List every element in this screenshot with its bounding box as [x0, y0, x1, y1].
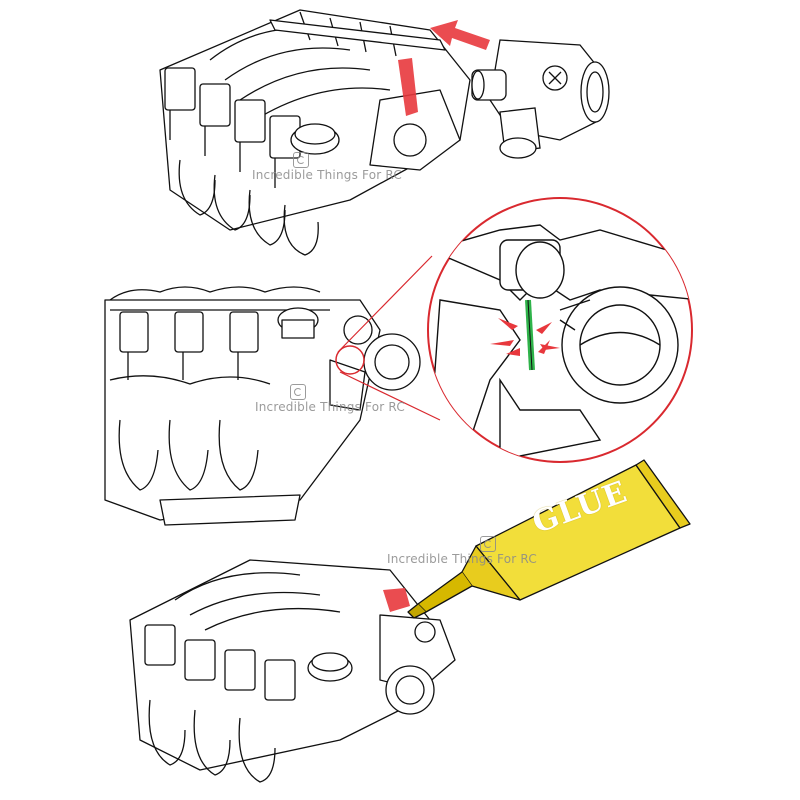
- watermark-text: Incredible Things For RC: [252, 168, 402, 182]
- step3-engine: [129, 559, 456, 783]
- install-direction-arrow: [430, 20, 490, 50]
- watermark-text: Incredible Things For RC: [387, 552, 537, 566]
- watermark-logo-icon: [480, 536, 496, 552]
- glue-tube: [407, 459, 691, 619]
- watermark-logo-icon: [293, 152, 309, 168]
- watermark-logo-icon: [290, 384, 306, 400]
- callout-leader-lines: [337, 255, 441, 421]
- callout-source-circle: [335, 345, 365, 375]
- glue-point-arrows: [490, 318, 560, 356]
- watermark-text: Incredible Things For RC: [255, 400, 405, 414]
- step1-turbocharger: [471, 39, 610, 159]
- zoom-detail: [427, 197, 693, 463]
- step1-engine: [159, 9, 471, 256]
